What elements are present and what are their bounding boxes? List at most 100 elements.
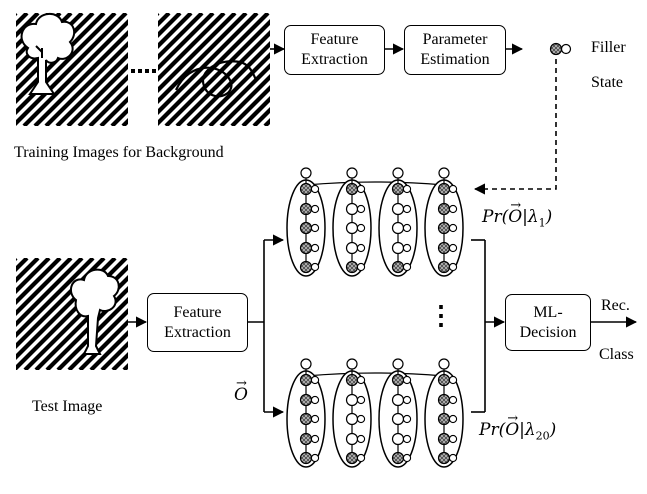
hmm-state-node [437,373,451,387]
fan-in-connectors [471,239,506,413]
hmm-entry-node [392,167,404,179]
hmm-state-node [391,412,405,426]
filler-state-symbol [549,42,572,56]
hmm-self-loop [402,204,412,214]
hmm-self-loop [448,243,458,253]
hmm-state-node [299,393,313,407]
hmm-state-node [391,241,405,255]
ml-decision-line2: Decision [519,323,577,341]
training-images-caption: Training Images for Background [14,144,224,161]
hmm-state-node [437,451,451,465]
rec-label: Rec. [601,297,630,314]
hmm-state-node [345,373,359,387]
prob20-sep: |λ [519,420,536,440]
hmm-state-node [391,393,405,407]
hmm-entry-node [392,358,404,370]
feature-extraction-top-box: Feature Extraction [284,25,385,75]
hmm-self-loop [356,395,366,405]
hmm-state-node [345,412,359,426]
observation-symbol: → O [234,376,248,405]
hmm-self-loop [402,414,412,424]
hmm-state-node [391,182,405,196]
hmm-entry-node [300,167,312,179]
hmm-state-node [437,182,451,196]
hmm-entry-node [346,167,358,179]
hmm-self-loop [310,414,320,424]
hmm-state-node [391,432,405,446]
hmm-self-loop [310,223,320,233]
hmm-state-node [391,451,405,465]
prob20-O: O [505,420,520,440]
hmm-state-node [299,412,313,426]
hmm-self-loop [356,204,366,214]
prob20-suffix: ) [549,420,557,440]
hmm-state-node [299,221,313,235]
hmm-entry-node [438,358,450,370]
hmm-state-node [391,260,405,274]
hmm-state-node [299,432,313,446]
hmm-state-node [345,260,359,274]
feature-extraction-bottom-box: Feature Extraction [147,293,248,352]
hmm-self-loop [356,453,366,463]
hmm-state-node [437,221,451,235]
hmm-self-loop [402,262,412,272]
hmm-self-loop [448,453,458,463]
curve-drawing-training [175,60,258,98]
filler-label-line2: State [591,74,623,91]
prob1-suffix: ) [545,207,553,227]
hmm-state-node [299,182,313,196]
hmm-self-loop [402,453,412,463]
hmm-self-loop [356,184,366,194]
hmm-self-loop [310,204,320,214]
hmm-state-node [345,202,359,216]
parameter-estimation-box: Parameter Estimation [404,25,506,75]
hmm-self-loop [402,243,412,253]
filler-label-line1: Filler [591,39,626,56]
hmm-model-top [286,167,464,277]
hmm-state-node [299,241,313,255]
prob20-sub: 20 [535,429,550,443]
hmm-state-node [345,182,359,196]
hmm-self-loop [448,434,458,444]
hmm-self-loop [310,434,320,444]
hmm-state-node [437,412,451,426]
hmm-state-node [391,202,405,216]
feature-extraction-bottom-line1: Feature [173,303,222,321]
hmm-self-loop [402,395,412,405]
class-label: Class [599,346,634,363]
hmm-self-loop [310,375,320,385]
hmm-self-loop [310,453,320,463]
hmm-model-bottom [286,358,464,468]
parameter-estimation-line1: Parameter [422,31,488,48]
prob-lambda-1: Pr(→O|λ1) [482,198,553,230]
feature-extraction-top-line1: Feature [310,31,359,48]
hmm-state-node [345,241,359,255]
hmm-self-loop [402,223,412,233]
hmm-self-loop [448,262,458,272]
hmm-state-node [391,373,405,387]
hmm-self-loop [448,184,458,194]
filler-dashed-connector [473,59,557,195]
hmm-self-loop [356,434,366,444]
hmm-self-loop [402,184,412,194]
tree-drawing-training [20,13,76,95]
hmm-state-node [437,260,451,274]
prob1-O: O [508,207,523,227]
prob1-prefix: Pr( [482,207,509,227]
hmm-state-node [345,451,359,465]
hmm-self-loop [310,262,320,272]
hmm-state-node [299,373,313,387]
ml-decision-box: ML- Decision [505,294,591,351]
hmm-state-node [437,432,451,446]
hmm-state-node [299,451,313,465]
prob1-sep: |λ [522,207,539,227]
hmm-state-node [299,260,313,274]
hmm-state-node [437,202,451,216]
feature-extraction-top-line2: Extraction [301,51,368,68]
ellipsis-dots [131,69,156,73]
hmm-self-loop [402,434,412,444]
hmm-entry-node [300,358,312,370]
hmm-state-node [437,393,451,407]
